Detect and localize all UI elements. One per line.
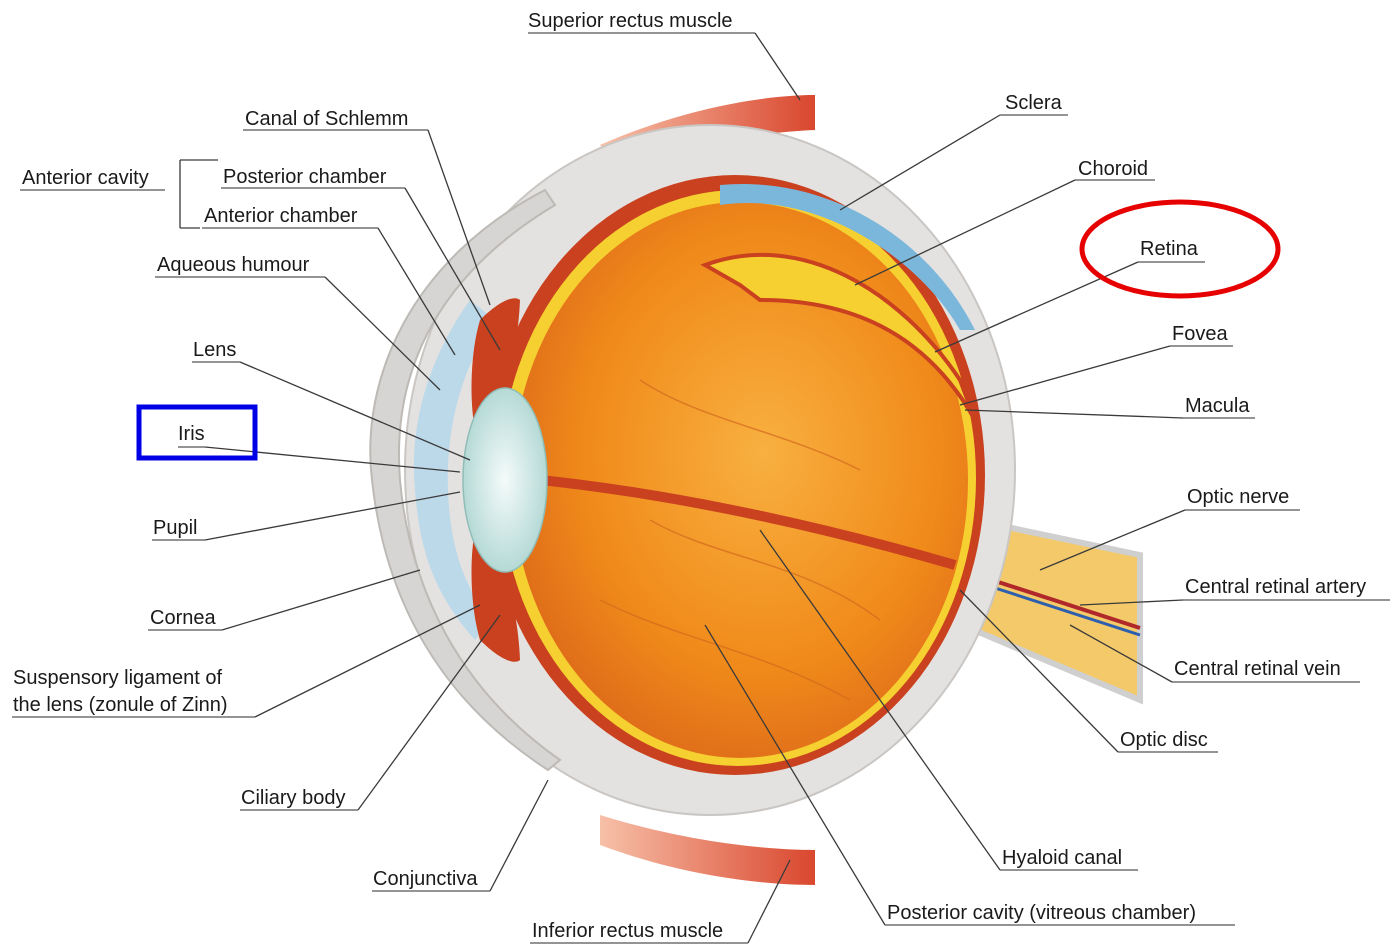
label-iris: Iris [178, 423, 205, 445]
label-superior-rectus-muscle: Superior rectus muscle [528, 10, 733, 32]
label-macula: Macula [1185, 395, 1250, 417]
label-canal-of-schlemm: Canal of Schlemm [245, 108, 408, 130]
label-fovea: Fovea [1172, 323, 1228, 345]
label-hyaloid-canal: Hyaloid canal [1002, 847, 1122, 869]
label-aqueous-humour: Aqueous humour [157, 254, 310, 276]
label-posterior-chamber: Posterior chamber [223, 166, 387, 188]
label-posterior-cavity: Posterior cavity (vitreous chamber) [887, 902, 1196, 924]
label-retina: Retina [1140, 238, 1199, 260]
label-suspensory-ligament-line2: the lens (zonule of Zinn) [13, 694, 228, 716]
label-conjunctiva: Conjunctiva [373, 868, 478, 890]
label-choroid: Choroid [1078, 158, 1148, 180]
label-suspensory-ligament-line1: Suspensory ligament of [13, 667, 222, 689]
label-central-retinal-artery: Central retinal artery [1185, 576, 1366, 598]
label-inferior-rectus-muscle: Inferior rectus muscle [532, 920, 723, 942]
label-pupil: Pupil [153, 517, 197, 539]
label-ciliary-body: Ciliary body [241, 787, 345, 809]
label-optic-nerve: Optic nerve [1187, 486, 1289, 508]
label-lens: Lens [193, 339, 236, 361]
lens-shape [463, 388, 547, 572]
label-anterior-cavity: Anterior cavity [22, 167, 149, 189]
label-anterior-chamber: Anterior chamber [204, 205, 358, 227]
label-cornea: Cornea [150, 607, 216, 629]
label-central-retinal-vein: Central retinal vein [1174, 658, 1341, 680]
label-sclera: Sclera [1005, 92, 1063, 114]
label-optic-disc: Optic disc [1120, 729, 1208, 751]
